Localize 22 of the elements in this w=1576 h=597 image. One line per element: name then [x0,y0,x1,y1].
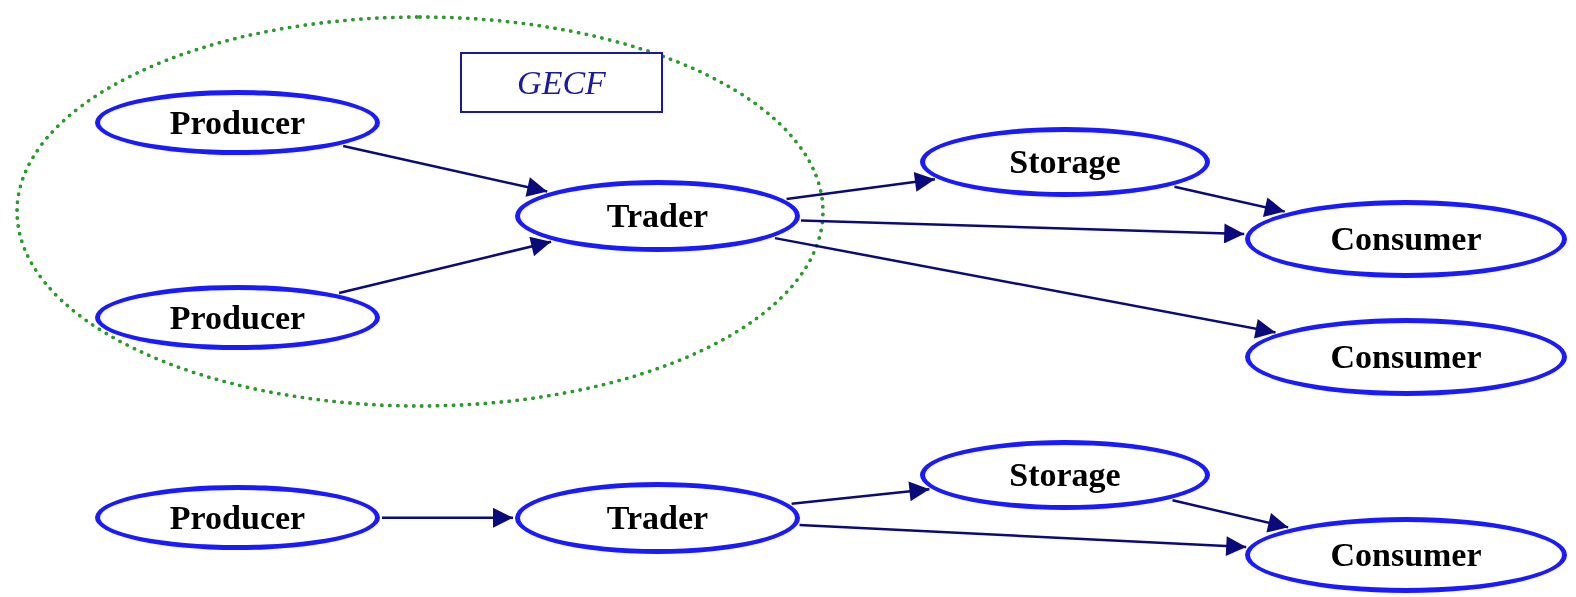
arrow [1174,185,1285,217]
node-label: GECF [517,65,606,100]
node-label: Consumer [1330,538,1482,572]
arrow [338,236,552,295]
arrow [342,144,548,197]
arrow [1172,499,1289,533]
dotted-ellipse [15,15,825,408]
node-label: Producer [169,300,306,335]
arrow [774,236,1276,339]
arrow [799,523,1247,557]
node-label: Consumer [1330,340,1482,374]
arrow [786,171,936,201]
arrow [801,219,1245,244]
arrow [382,507,513,528]
node-label: Storage [1009,458,1121,492]
node-label: Trader [606,501,709,535]
node-label: Producer [169,500,306,535]
node-label: Consumer [1330,222,1482,256]
label-box [460,52,663,113]
node-label: Producer [169,105,306,140]
node-label: Storage [1009,145,1121,179]
node-label: Trader [606,199,709,233]
